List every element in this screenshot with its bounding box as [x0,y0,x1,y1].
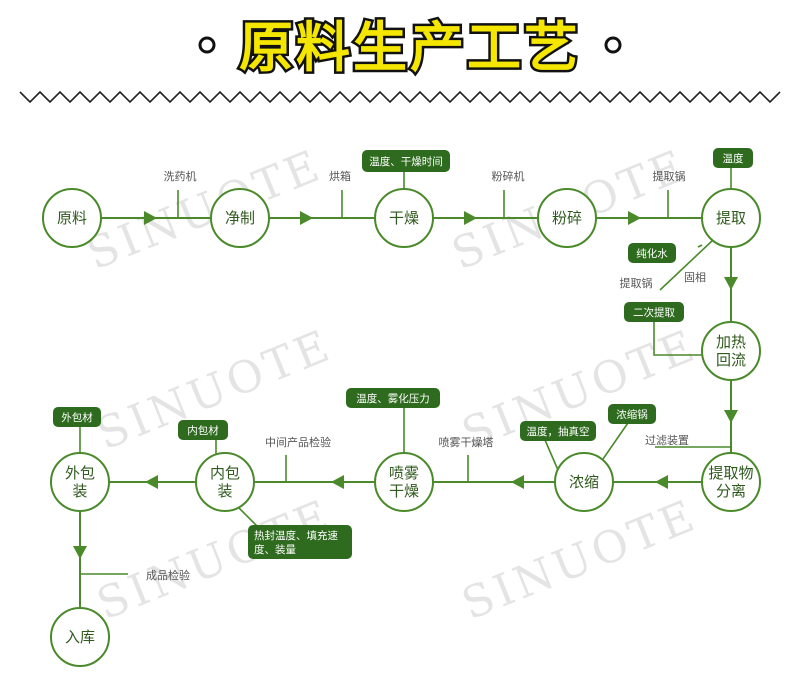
node-label: 粉碎 [552,209,582,227]
connector-pure-water [697,244,703,248]
equipment-label-solid-liquid: 固相 [684,271,706,284]
tag-extract-temp [713,148,753,168]
node-label: 入库 [65,628,95,646]
node-dry [374,188,434,248]
title-bullet-right [604,36,622,54]
edge-outerpack-storage-arrowhead [73,546,87,559]
node-label: 装 [72,482,87,500]
watermark: SINUOTE [90,490,340,630]
edge-extract-reflux-arrowhead [724,277,738,290]
node-extract [701,188,761,248]
node-innerpack [195,452,255,512]
edge-clean-dry-arrowhead [300,211,313,225]
edge-raw-clean-arrowhead [144,211,157,225]
connector-second-extract [653,322,704,356]
edge-innerpack-outerpack-arrowhead [145,475,158,489]
tag-label: 温度、雾化压力 [356,392,430,405]
edge-spraydry-innerpack-arrowhead [331,475,344,489]
tag-pure-water [628,243,676,263]
node-concentrate [554,452,614,512]
tag-label: 纯化水 [636,247,668,260]
node-label: 净制 [225,209,255,227]
title-bullet-left [198,36,216,54]
equipment-label-extract-tank-2: 提取锅 [620,277,653,290]
node-label: 干燥 [389,209,419,227]
equipment-label-mid-inspection: 中间产品检验 [265,435,331,449]
node-spraydry [374,452,434,512]
node-label: 浓缩 [569,473,599,491]
node-label: 回流 [716,351,746,369]
node-storage [50,607,110,667]
tag-second-extract [624,302,684,322]
node-label: 干燥 [389,482,419,500]
connector-solid-phase [659,239,714,291]
tag-label: 温度 [723,152,744,165]
connector-concentrate-tank [602,419,631,460]
edge-reflux-separate-arrowhead [724,410,738,423]
tag-spray-params [346,388,440,408]
zigzag-divider [19,90,781,104]
equipment-label-washer: 洗药机 [164,169,197,183]
node-label: 分离 [716,482,746,500]
tag-label: 外包材 [61,411,93,424]
edge-crush-extract-arrowhead [628,211,641,225]
watermark: SINUOTE [80,140,330,280]
node-label: 提取物 [708,464,753,482]
node-label: 加热 [716,333,746,351]
node-raw [42,188,102,248]
tag-vacuum [520,421,596,441]
tag-label: 二次提取 [633,306,675,319]
connector-vacuum [544,439,559,471]
edge-concentrate-spraydry-arrowhead [511,475,524,489]
edge-dry-crush-arrowhead [464,211,477,225]
tag-label: 浓缩锅 [616,408,648,421]
title-block: 原料生产工艺 [19,14,781,104]
tag-dry-params [362,150,450,172]
tag-label: 度、装量 [254,543,296,556]
tag-label: 内包材 [187,424,219,437]
node-label: 提取 [716,209,746,227]
equipment-label-spray-tower: 喷雾干燥塔 [439,436,494,449]
node-separate [701,452,761,512]
equipment-label-filter-device: 过滤装置 [645,434,689,447]
tag-inner-material [178,420,228,440]
equipment-label-extract-tank-1: 提取锅 [653,170,686,183]
equipment-label-final-inspection: 成品检验 [146,568,190,582]
tag-concentrate-tank [608,404,656,424]
node-reflux [701,321,761,381]
edge-separate-concentrate-arrowhead [655,475,668,489]
node-label: 内包 [210,464,240,482]
tag-label: 温度、干燥时间 [369,155,443,168]
connector-seal-params [238,507,259,528]
node-label: 喷雾 [389,464,419,482]
equipment-labels: 洗药机烘箱粉碎机提取锅提取锅固相过滤装置喷雾干燥塔中间产品检验成品检验 [146,169,706,582]
page-title: 原料生产工艺 [239,16,581,79]
equipment-label-oven: 烘箱 [329,169,351,183]
flow-edges [73,211,738,608]
equipment-label-grinder: 粉碎机 [492,169,525,183]
tag-label: 温度，抽真空 [527,425,590,438]
node-label: 外包 [65,464,95,482]
tag-label: 热封温度、填充速 [254,529,338,542]
tag-seal-params [248,525,352,559]
annotation-connectors [79,168,732,575]
tag-outer-material [53,407,101,427]
node-label: 原料 [57,209,87,227]
node-clean [210,188,270,248]
node-crush [537,188,597,248]
node-label: 装 [217,482,232,500]
flow-nodes: 原料净制干燥粉碎提取加热回流提取物分离浓缩喷雾干燥内包装外包装入库 [42,188,761,667]
node-outerpack [50,452,110,512]
